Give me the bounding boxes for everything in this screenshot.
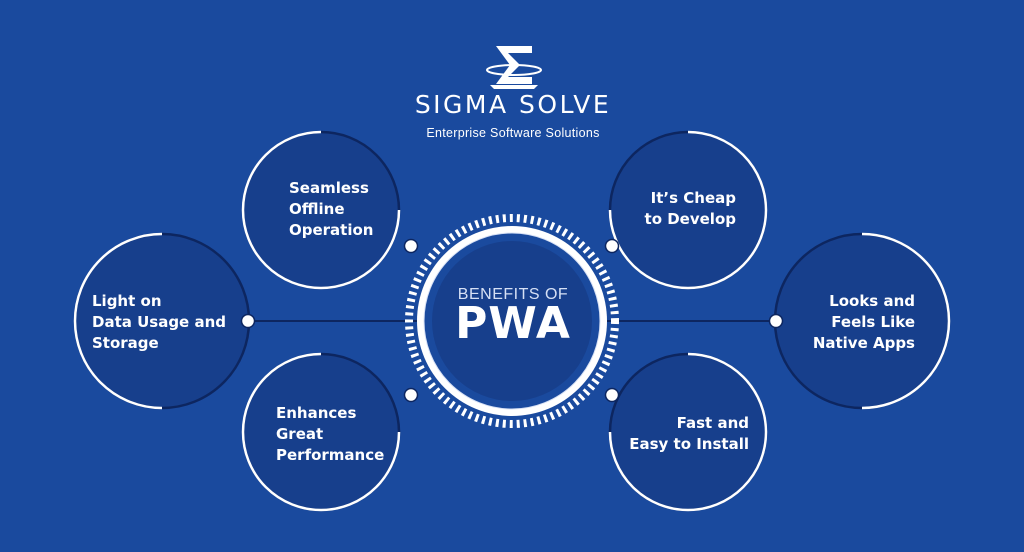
benefit-label-enhances-performance: Enhances Great Performance	[276, 404, 385, 464]
center-subtitle: BENEFITS OF	[457, 286, 569, 303]
benefit-label-light-data: Light on Data Usage and Storage	[92, 292, 226, 352]
circle-fast-install	[608, 352, 768, 512]
circle-seamless-offline	[241, 130, 401, 290]
circle-enhances-performance	[241, 352, 401, 512]
center-title: PWA	[455, 298, 571, 349]
brand-tagline: Enterprise Software Solutions	[426, 126, 600, 140]
brand-name: SIGMA SOLVE	[414, 90, 612, 119]
sigma-logo-icon	[486, 46, 542, 89]
connector-dots	[240, 238, 784, 403]
circle-cheap-develop	[608, 130, 768, 290]
benefit-label-seamless-offline: Seamless Offline Operation	[289, 179, 374, 239]
center-badge	[405, 214, 619, 428]
benefit-label-fast-install: Fast and Easy to Install	[629, 414, 749, 453]
benefit-label-cheap-develop: It’s Cheap to Develop	[644, 189, 736, 228]
benefit-label-native-apps: Looks and Feels Like Native Apps	[812, 292, 915, 352]
gear-ring-icon	[405, 214, 619, 428]
